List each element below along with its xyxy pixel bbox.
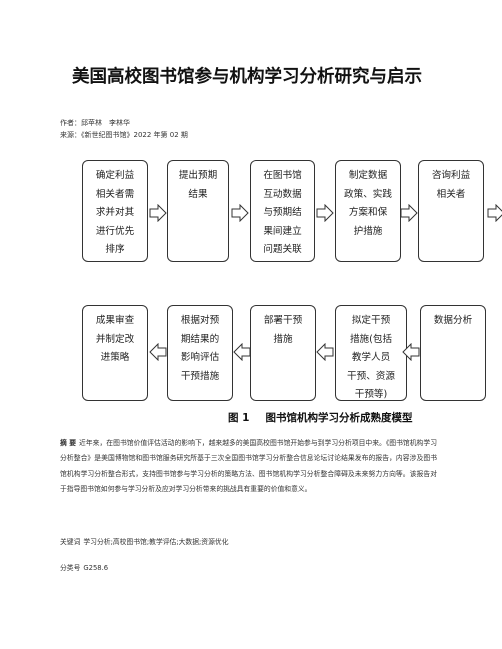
arrow-left-icon [402,343,420,361]
flow-step-line: 影响评估 [180,352,220,363]
flow-step-text: 制定数据政策、实践方案和保护措施 [344,167,392,241]
flow-step-line: 制定数据 [348,170,388,181]
flow-step-consult-stakeholders: 咨询利益相关者 [418,160,484,262]
arrow-right-icon [231,204,249,222]
flow-step-text: 根据对预期结果的影响评估干预措施 [181,312,219,386]
figure-caption: 图 1 图书馆机构学习分析成熟度模型 [228,410,412,425]
flow-step-evaluate-interventions: 根据对预期结果的影响评估干预措施 [167,305,233,401]
keywords-label: 关键词 [60,538,81,546]
arrow-right-icon [487,204,502,222]
authors-line: 作者：邱苹林 李林华 [60,118,130,128]
flow-step-line: 护措施 [353,225,383,237]
classification-label: 分类号 [60,564,81,572]
source-label: 来源： [60,131,81,139]
flow-step-line: 果间建立 [263,225,302,237]
flow-step-line: 互动数据 [263,188,302,200]
flow-step-line: 进行优先 [95,225,135,237]
arrow-left-icon [149,343,167,361]
flow-step-line: 部署干预 [263,315,303,326]
flow-step-review-outcomes: 成果审查并制定改进策略 [82,305,148,401]
classification-text: G258.6 [83,564,109,572]
flow-step-line: 方案和保 [348,207,388,218]
flow-step-line: 教学人员 [351,352,391,363]
flow-step-line: 措施(包括 [349,333,393,345]
flow-step-text: 提出预期结果 [179,167,217,204]
authors: 邱苹林 李林华 [81,119,130,127]
abstract-text: 近年来，在图书馆价值评估活动的影响下，越来越多的美国高校图书馆开始参与到学习分析… [60,439,437,493]
flow-step-line: 政策、实践 [344,188,392,200]
flow-step-line: 期结果的 [180,333,220,345]
flow-step-text: 在图书馆互动数据与预期结果间建立问题关联 [263,167,301,260]
arrow-left-icon [316,343,334,361]
arrow-right-icon [400,204,418,222]
flow-step-line: 干预、资源 [347,370,395,382]
flow-step-line: 与预期结 [263,207,302,218]
flow-step-propose-outcomes: 提出预期结果 [167,160,229,262]
flow-step-line: 根据对预 [180,315,220,326]
flow-step-line: 确定利益 [95,170,135,181]
abstract: 摘 要近年来，在图书馆价值评估活动的影响下，越来越多的美国高校图书馆开始参与到学… [60,436,437,497]
flow-step-line: 相关者需 [95,188,135,200]
flow-step-line: 在图书馆 [263,170,302,181]
flow-step-text: 成果审查并制定改进策略 [96,312,134,368]
abstract-label: 摘 要 [60,439,77,447]
flow-step-text: 部署干预措施 [264,312,302,349]
flow-step-line: 排序 [105,244,125,255]
flow-step-text: 咨询利益相关者 [432,167,470,204]
flow-step-line: 拟定干预 [351,315,391,326]
flow-step-line: 提出预期 [178,170,218,181]
flow-step-line: 问题关联 [263,244,302,255]
authors-label: 作者： [60,119,81,127]
flow-step-text: 确定利益相关者需求并对其进行优先排序 [96,167,134,260]
keywords-line: 关键词学习分析;高校图书馆;教学评估;大数据;资源优化 [60,536,229,546]
flow-step-link-questions: 在图书馆互动数据与预期结果间建立问题关联 [250,160,315,262]
flow-step-line: 求并对其 [95,207,135,218]
flow-step-line: 数据分析 [433,315,473,326]
source: 《新世纪图书馆》2022 年第 02 期 [81,131,188,139]
flow-step-line: 干预措施 [180,370,220,382]
flow-step-line: 成果审查 [95,315,135,326]
article-title: 美国高校图书馆参与机构学习分析研究与启示 [72,67,422,87]
flow-step-line: 进策略 [100,352,130,363]
flow-step-deploy-interventions: 部署干预措施 [250,305,316,401]
flow-step-line: 措施 [273,333,293,345]
flow-step-identify-stakeholders: 确定利益相关者需求并对其进行优先排序 [82,160,148,262]
arrow-right-icon [149,204,167,222]
flow-step-text: 拟定干预措施(包括教学人员干预、资源干预等) [347,312,395,405]
flow-step-line: 干预等) [354,389,388,400]
source-line: 来源：《新世纪图书馆》2022 年第 02 期 [60,130,188,140]
arrow-left-icon [233,343,251,361]
figure-number: 图 1 [228,412,250,424]
flow-step-data-analysis: 数据分析 [420,305,486,401]
keywords-text: 学习分析;高校图书馆;教学评估;大数据;资源优化 [83,538,229,546]
flow-step-data-policy: 制定数据政策、实践方案和保护措施 [335,160,401,262]
flow-step-line: 并制定改 [95,333,135,345]
arrow-right-icon [316,204,334,222]
flow-step-text: 数据分析 [434,312,472,331]
flow-step-line: 咨询利益 [431,170,471,181]
flow-step-line: 相关者 [436,188,466,200]
flow-step-line: 结果 [188,188,208,200]
flow-step-draft-interventions: 拟定干预措施(包括教学人员干预、资源干预等) [335,305,407,401]
figure-title: 图书馆机构学习分析成熟度模型 [265,412,413,424]
